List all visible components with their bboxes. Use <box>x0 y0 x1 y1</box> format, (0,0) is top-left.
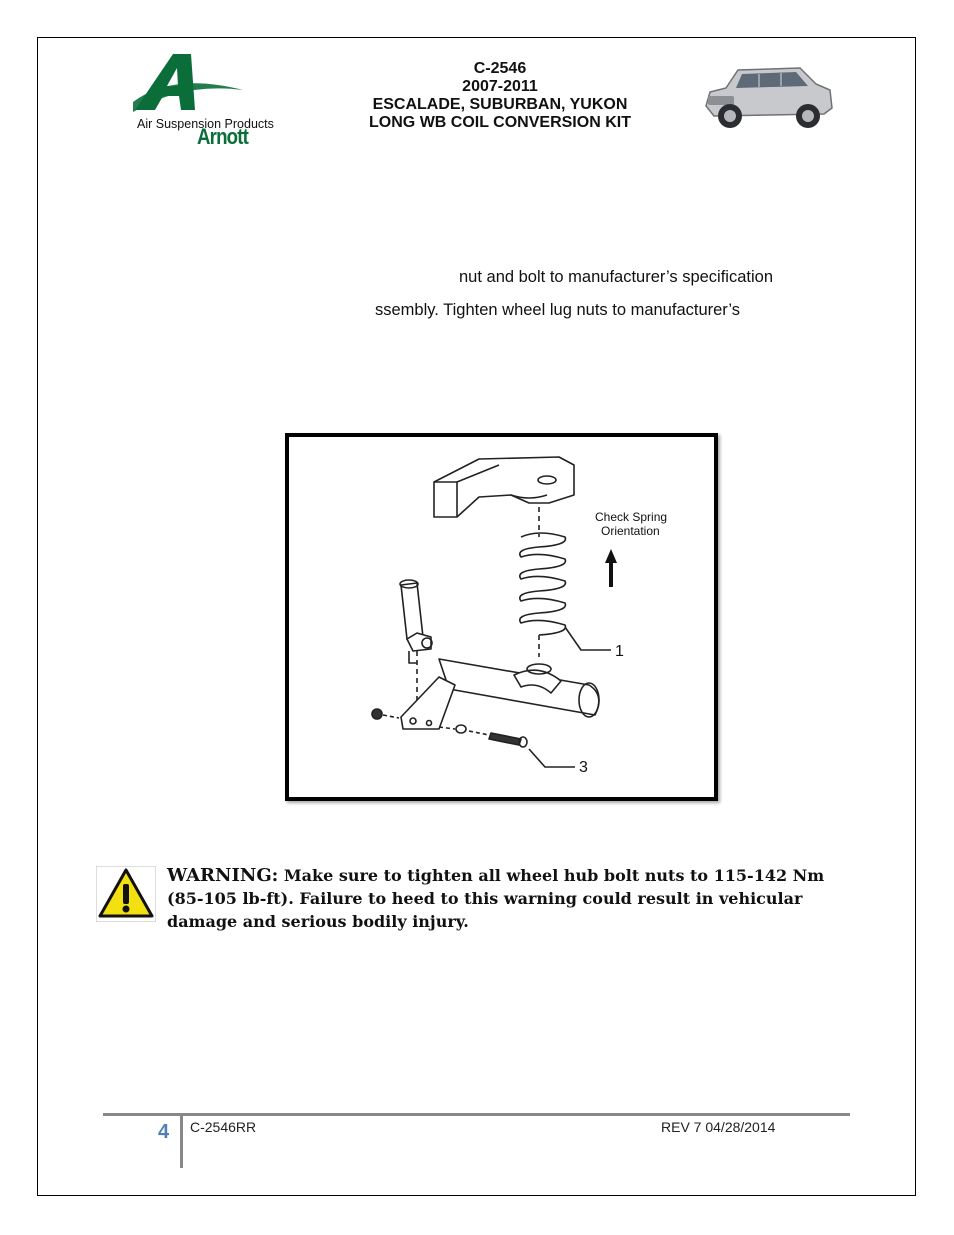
assembly-diagram: Check Spring Orientation 1 3 <box>285 433 718 801</box>
document-code: C-2546RR <box>190 1119 257 1135</box>
page-border <box>37 37 916 1196</box>
spring-orientation-note-line-2: Orientation <box>601 524 660 538</box>
instruction-line-2: ssembly. Tighten wheel lug nuts to manuf… <box>375 301 741 319</box>
assembly-drawing <box>371 456 617 768</box>
vehicle-photo <box>700 62 836 138</box>
warning-message: Make sure to tighten all wheel hub bolt … <box>167 866 825 931</box>
vehicle-models: ESCALADE, SUBURBAN, YUKON <box>372 96 628 113</box>
kit-name: LONG WB COIL CONVERSION KIT <box>369 114 631 131</box>
instruction-line-1: nut and bolt to manufacturer’s specifica… <box>459 268 773 286</box>
footer-rule <box>103 1113 850 1116</box>
warning-lead: WARNING: <box>167 865 279 886</box>
warning-icon <box>95 865 157 923</box>
model-years: 2007-2011 <box>462 78 538 95</box>
footer-divider <box>180 1116 183 1168</box>
arnott-logo: Arnott Air Suspension Products <box>133 52 303 149</box>
brand-subtitle: Air Suspension Products <box>137 117 274 131</box>
callout-3: 3 <box>579 759 588 776</box>
part-number: C-2546 <box>473 60 527 77</box>
warning-text: WARNING: Make sure to tighten all wheel … <box>167 864 847 933</box>
arnott-logo-mark <box>133 54 243 112</box>
brand-name: Arnott <box>197 124 249 149</box>
revision-date: REV 7 04/28/2014 <box>661 1119 776 1135</box>
callout-1: 1 <box>615 643 624 660</box>
page-number: 4 <box>158 1121 170 1143</box>
spring-orientation-note-line-1: Check Spring <box>595 510 668 524</box>
header-title: C-2546 2007-2011 ESCALADE, SUBURBAN, YUK… <box>340 60 660 132</box>
